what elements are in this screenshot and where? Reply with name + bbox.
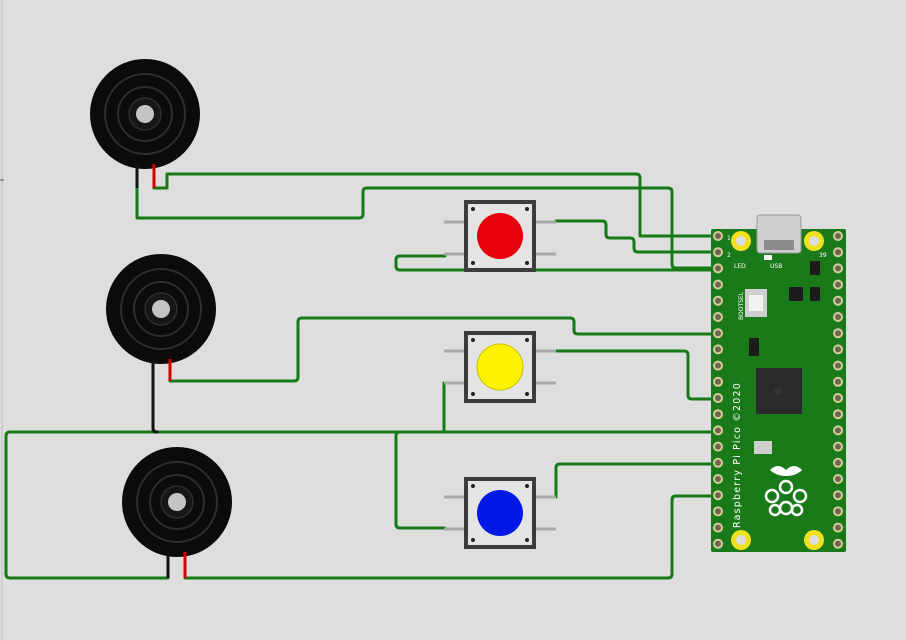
gpio-pin-hole[interactable] bbox=[713, 522, 723, 533]
blue-button-cap[interactable] bbox=[477, 490, 523, 536]
gpio-pin-hole[interactable] bbox=[833, 360, 843, 371]
wire-buzzer1-positive[interactable] bbox=[152, 172, 720, 238]
gpio-pin-hole[interactable] bbox=[713, 538, 723, 549]
gpio-pin-hole[interactable] bbox=[713, 409, 723, 420]
raspberry-logo bbox=[764, 466, 808, 517]
pushbutton-yellow[interactable] bbox=[444, 331, 556, 403]
pin-1-label: 1 bbox=[727, 235, 731, 242]
gpio-pin-hole[interactable] bbox=[713, 279, 723, 290]
red-button-cap[interactable] bbox=[477, 213, 523, 259]
onboard-led bbox=[764, 255, 772, 260]
gpio-pin-hole[interactable] bbox=[833, 344, 843, 355]
buzzer-1[interactable] bbox=[89, 58, 201, 188]
wire-buzzer2-negative[interactable] bbox=[151, 379, 159, 434]
wire-yellow-button-pin[interactable] bbox=[554, 349, 720, 401]
gpio-pin-hole[interactable] bbox=[833, 457, 843, 468]
gpio-pin-hole[interactable] bbox=[713, 231, 723, 241]
gpio-pin-hole[interactable] bbox=[713, 344, 723, 355]
gpio-pin-hole[interactable] bbox=[833, 474, 843, 484]
gpio-pin-hole[interactable] bbox=[833, 312, 843, 322]
bootsel-label: BOOTSEL bbox=[738, 291, 745, 320]
gpio-pin-hole[interactable] bbox=[833, 247, 843, 258]
gpio-pin-hole[interactable] bbox=[833, 441, 843, 452]
yellow-button-cap[interactable] bbox=[476, 343, 524, 391]
gpio-pin-hole[interactable] bbox=[713, 247, 723, 258]
wire-yellow-button-gnd[interactable] bbox=[442, 381, 447, 434]
gpio-pin-hole[interactable] bbox=[833, 328, 843, 339]
gpio-pin-hole[interactable] bbox=[713, 490, 723, 501]
gpio-pin-hole[interactable] bbox=[833, 231, 843, 241]
wire-buzzer2-positive[interactable] bbox=[168, 316, 720, 383]
board-name-label: Raspberry Pi Pico ©2020 bbox=[732, 382, 743, 528]
gpio-pin-hole[interactable] bbox=[833, 263, 843, 274]
gpio-pin-hole[interactable] bbox=[833, 409, 843, 420]
gpio-pin-hole[interactable] bbox=[713, 474, 723, 484]
gpio-pin-hole[interactable] bbox=[713, 312, 723, 322]
usb-label: USB bbox=[770, 263, 782, 270]
gpio-pin-hole[interactable] bbox=[713, 393, 723, 403]
wire-red-button-gnd[interactable] bbox=[394, 254, 720, 272]
led-label: LED bbox=[734, 263, 746, 270]
pin-2-label: 2 bbox=[727, 252, 731, 259]
gpio-pin-hole[interactable] bbox=[713, 360, 723, 371]
gpio-pin-hole[interactable] bbox=[833, 393, 843, 403]
gpio-pin-hole[interactable] bbox=[713, 295, 723, 306]
gpio-pin-hole[interactable] bbox=[833, 279, 843, 290]
wire-ground-bus[interactable] bbox=[4, 430, 720, 580]
gpio-pin-hole[interactable] bbox=[713, 441, 723, 452]
wire-blue-button-gnd[interactable] bbox=[394, 430, 447, 530]
wire-red-button-pin2[interactable] bbox=[554, 219, 720, 254]
gpio-pin-hole[interactable] bbox=[713, 425, 723, 436]
pin-39-label: 39 bbox=[819, 252, 827, 259]
gpio-pin-hole[interactable] bbox=[833, 490, 843, 501]
gpio-pin-hole[interactable] bbox=[713, 328, 723, 339]
raspberry-pi-pico[interactable]: 1 2 39 LED USB BOOTSEL Raspberry Pi Pico… bbox=[711, 214, 846, 552]
gpio-pin-hole[interactable] bbox=[713, 376, 723, 387]
buzzer-2[interactable] bbox=[105, 253, 217, 381]
gpio-pin-hole[interactable] bbox=[833, 506, 843, 517]
wire-blue-button-pin[interactable] bbox=[538, 462, 720, 499]
gpio-pin-hole[interactable] bbox=[713, 506, 723, 517]
gpio-pin-hole[interactable] bbox=[833, 425, 843, 436]
gpio-pin-hole[interactable] bbox=[713, 457, 723, 468]
gpio-pin-hole[interactable] bbox=[833, 295, 843, 306]
pushbutton-blue[interactable] bbox=[444, 477, 556, 549]
wire-buzzer1-negative[interactable] bbox=[135, 186, 720, 270]
wire-buzzer3-positive[interactable] bbox=[183, 494, 720, 580]
gpio-pin-hole[interactable] bbox=[713, 263, 723, 274]
mounting-holes bbox=[731, 231, 824, 550]
wires bbox=[4, 172, 720, 580]
gpio-pin-hole[interactable] bbox=[833, 522, 843, 533]
gpio-pin-hole[interactable] bbox=[833, 538, 843, 549]
buzzer-3[interactable] bbox=[121, 446, 233, 578]
gpio-pin-hole[interactable] bbox=[833, 376, 843, 387]
pushbutton-red[interactable] bbox=[444, 200, 556, 272]
